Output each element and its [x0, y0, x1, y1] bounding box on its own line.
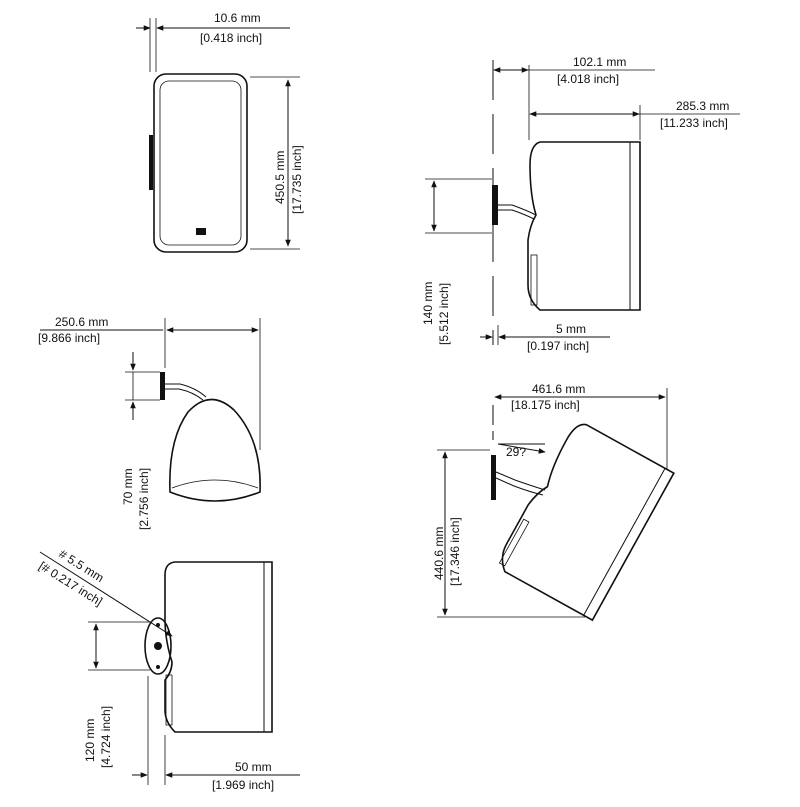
- tilt-width-inch: [18.175 inch]: [511, 398, 580, 412]
- plate-offset-mm: 50 mm: [235, 760, 272, 774]
- side-offset-mm: 102.1 mm: [573, 55, 626, 69]
- front-depth-mm: 10.6 mm: [214, 11, 261, 25]
- side-handle-slot: [530, 254, 538, 306]
- front-height-inch: [17.735 inch]: [290, 145, 304, 214]
- top-width-mm: 250.6 mm: [55, 315, 108, 329]
- detail-cabinet: [164, 561, 273, 733]
- tilt-angle-label: 29?: [506, 445, 526, 459]
- tilt-height-mm: 440.6 mm: [432, 527, 446, 580]
- side-depth-inch: [11.233 inch]: [660, 116, 728, 130]
- tilt-cabinet: [501, 423, 675, 622]
- top-cabinet: [169, 398, 261, 502]
- bracket-height-mm: 140 mm: [421, 282, 435, 325]
- top-bracket-inch: [2.756 inch]: [137, 468, 151, 530]
- plate-height-mm: 120 mm: [83, 719, 97, 762]
- side-offset-inch: [4.018 inch]: [557, 72, 619, 86]
- top-view: 250.6 mm [9.866 inch] 70 mm [2.756 inch]: [38, 315, 261, 530]
- bracket-height-inch: [5.512 inch]: [437, 283, 451, 345]
- side-bracket-arm: [498, 204, 537, 216]
- front-cabinet-inner: [159, 80, 242, 246]
- front-cabinet-outer: [153, 73, 248, 253]
- side-wall-plate: [492, 185, 498, 225]
- side-cabinet: [527, 141, 641, 311]
- side-depth-mm: 285.3 mm: [676, 99, 729, 113]
- detail-center-hole: [154, 642, 162, 650]
- bracket-detail-view: # 5.5 mm [# 0.217 inch] 120 mm [4.724 in…: [36, 547, 300, 792]
- front-depth-inch: [0.418 inch]: [200, 31, 262, 45]
- tilt-width-mm: 461.6 mm: [532, 382, 585, 396]
- plate-offset-inch: [1.969 inch]: [212, 778, 274, 792]
- tilted-view: 29? 461.6 mm [18.175 inch] 440.6 mm [17.…: [432, 382, 675, 622]
- front-logo-badge: [196, 228, 206, 235]
- top-wall-plate: [160, 372, 165, 400]
- front-height-mm: 450.5 mm: [273, 151, 287, 204]
- detail-wall-plate: [144, 617, 172, 675]
- front-bracket-edge: [149, 135, 153, 190]
- top-bracket-mm: 70 mm: [121, 468, 135, 505]
- detail-screw-hole-bottom: [156, 665, 160, 669]
- tilt-height-inch: [17.346 inch]: [448, 517, 462, 586]
- front-view: 10.6 mm [0.418 inch] 450.5 mm [17.735 in…: [136, 11, 304, 253]
- plate-height-inch: [4.724 inch]: [99, 706, 113, 768]
- bracket-gap-mm: 5 mm: [556, 322, 586, 336]
- bracket-gap-inch: [0.197 inch]: [527, 339, 589, 353]
- tilt-wall-plate: [491, 455, 496, 500]
- side-front-baffle: [629, 141, 641, 311]
- side-view: 102.1 mm [4.018 inch] 285.3 mm [11.233 i…: [421, 55, 740, 353]
- top-bracket-arm: [165, 383, 207, 398]
- top-width-inch: [9.866 inch]: [38, 331, 100, 345]
